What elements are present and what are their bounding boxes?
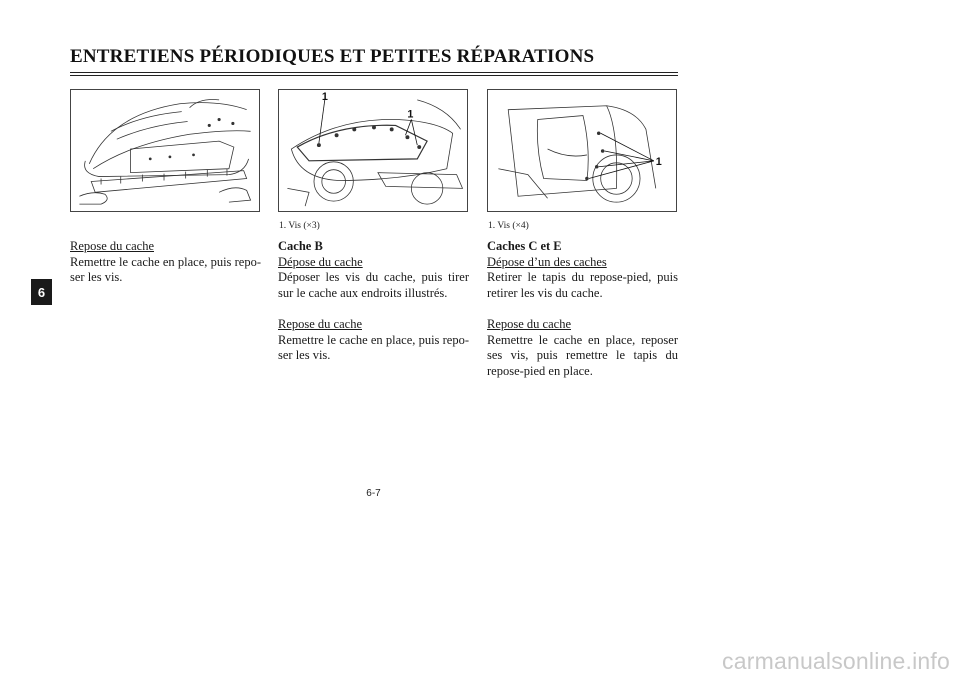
illustration-covers-c-e: 1 — [498, 105, 662, 203]
page-number: 6-7 — [366, 488, 381, 499]
illustration-cover-b: 1 1 — [287, 91, 464, 207]
subheading-refit: Repose du cache — [487, 316, 571, 331]
title-rule-top — [70, 72, 678, 73]
column-1: Repose du cache Remettre le cache en pla… — [70, 239, 261, 286]
title-rule-bottom — [70, 75, 678, 76]
figure-cover-b: 1 1 — [278, 89, 468, 212]
callout-screw: 1 — [407, 109, 413, 121]
subheading-refit: Repose du cache — [278, 316, 362, 331]
figure-caption: 1. Vis (×3) — [279, 221, 320, 231]
illustration-cover-refit — [79, 99, 252, 205]
subheading-removal: Dépose du cache — [278, 254, 363, 269]
column-3: Caches C et E Dépose d’un des caches Ret… — [487, 239, 678, 379]
section-heading-cover-b: Cache B — [278, 239, 323, 253]
chapter-tab: 6 — [31, 279, 52, 305]
watermark: carmanualsonline.info — [722, 648, 950, 674]
paragraph-removal: Retirer le tapis du repose-pied, puis re… — [487, 270, 678, 300]
paragraph-removal: Déposer les vis du cache, puis tirer sur… — [278, 270, 469, 300]
subheading-removal: Dépose d’un des caches — [487, 254, 607, 269]
page-title: ENTRETIENS PÉRIODIQUES ET PETITES RÉPARA… — [70, 46, 595, 67]
section-heading-covers-c-e: Caches C et E — [487, 239, 562, 253]
figure-caption: 1. Vis (×4) — [488, 221, 529, 231]
figure-cover-refit — [70, 89, 260, 212]
paragraph-refit: Remettre le cache en place, puis repo-se… — [70, 254, 261, 285]
callout-screw: 1 — [656, 156, 662, 168]
paragraph-refit: Remettre le cache en place, puis repo-se… — [278, 332, 469, 363]
paragraph-refit: Remettre le cache en place, reposer ses … — [487, 332, 678, 378]
subheading-refit: Repose du cache — [70, 239, 154, 253]
figure-covers-c-e: 1 — [487, 89, 677, 212]
column-2: Cache B Dépose du cache Déposer les vis … — [278, 239, 469, 364]
callout-screw: 1 — [322, 91, 328, 103]
